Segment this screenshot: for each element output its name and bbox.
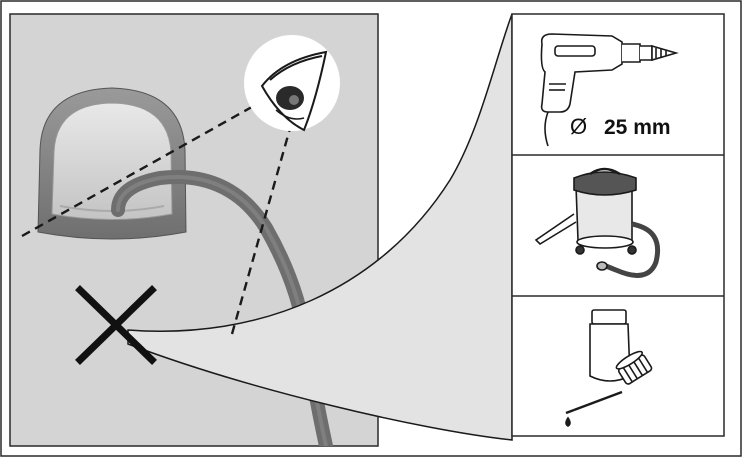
diameter-symbol: Ø <box>570 114 587 139</box>
eye-icon <box>244 35 340 132</box>
drill-panel: Ø 25 mm <box>540 33 679 147</box>
dropper-bottle-icon <box>565 309 653 427</box>
tools-column: Ø 25 mm <box>511 13 725 437</box>
basin <box>37 87 187 240</box>
vacuum-cleaner-icon <box>534 167 660 278</box>
scene-panel <box>9 13 513 447</box>
callout-connector <box>127 13 513 441</box>
sight-line-2 <box>230 99 300 335</box>
diameter-value: 25 mm <box>604 116 671 139</box>
cross-icon <box>75 285 157 365</box>
drill-icon <box>540 33 679 147</box>
sight-line-1 <box>21 88 283 238</box>
